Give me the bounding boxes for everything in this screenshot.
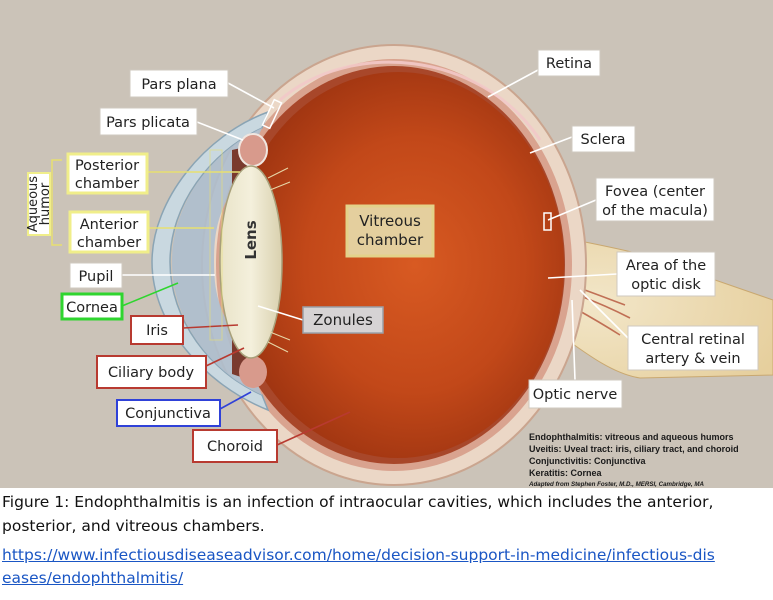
label-optic-nerve: Optic nerve: [529, 380, 622, 408]
svg-text:chamber: chamber: [77, 235, 141, 251]
svg-text:Adapted from Stephen Foster, M: Adapted from Stephen Foster, M.D., MERSI…: [528, 481, 705, 488]
svg-text:Posterior: Posterior: [75, 158, 139, 174]
ciliary-body-upper: [239, 134, 267, 166]
svg-text:Retina: Retina: [546, 56, 592, 72]
label-optic-disk: Area of the optic disk: [617, 252, 715, 296]
eye-anatomy-diagram: Pars plana Pars plicata Posterior chambe…: [0, 0, 773, 488]
svg-text:Vitreous: Vitreous: [359, 212, 421, 230]
figure-caption: Figure 1: Endophthalmitis is an infectio…: [2, 491, 770, 538]
svg-text:Cornea: Cornea: [66, 300, 118, 316]
svg-text:chamber: chamber: [75, 176, 139, 192]
label-iris: Iris: [131, 316, 183, 344]
svg-text:Zonules: Zonules: [313, 311, 373, 329]
source-link-line-2[interactable]: eases/endophthalmitis/: [2, 567, 770, 591]
label-cornea: Cornea: [62, 294, 122, 319]
svg-text:Conjunctivitis: Conjunctiva: Conjunctivitis: Conjunctiva: [529, 456, 646, 466]
svg-text:Choroid: Choroid: [207, 439, 263, 455]
svg-text:Uveitis: Uveal tract: iris, ci: Uveitis: Uveal tract: iris, ciliary trac…: [529, 444, 739, 454]
source-link[interactable]: https://www.infectiousdiseaseadvisor.com…: [2, 546, 715, 564]
ciliary-body-lower: [239, 356, 267, 388]
svg-text:artery & vein: artery & vein: [645, 351, 740, 367]
label-retina: Retina: [538, 50, 600, 76]
svg-text:Pupil: Pupil: [79, 269, 114, 285]
label-anterior-chamber: Anterior chamber: [70, 212, 148, 252]
svg-text:Lens: Lens: [242, 220, 260, 259]
label-pars-plicata: Pars plicata: [100, 108, 197, 135]
label-vitreous-chamber: Vitreous chamber: [347, 206, 433, 256]
svg-text:optic disk: optic disk: [631, 277, 701, 293]
label-sclera: Sclera: [572, 126, 635, 152]
svg-text:of the macula): of the macula): [602, 203, 708, 219]
label-pupil: Pupil: [70, 263, 122, 288]
label-pars-plana: Pars plana: [130, 70, 228, 97]
label-posterior-chamber: Posterior chamber: [68, 154, 147, 193]
svg-text:Optic nerve: Optic nerve: [533, 387, 618, 403]
svg-text:Anterior: Anterior: [80, 217, 139, 233]
label-conjunctiva: Conjunctiva: [117, 400, 220, 426]
label-fovea: Fovea (center of the macula): [596, 178, 714, 221]
svg-text:Ciliary body: Ciliary body: [108, 365, 195, 381]
label-ciliary-body: Ciliary body: [97, 356, 206, 388]
svg-text:Central retinal: Central retinal: [641, 332, 745, 348]
label-central-retinal: Central retinal artery & vein: [628, 326, 758, 370]
label-zonules: Zonules: [303, 307, 383, 333]
label-choroid: Choroid: [193, 430, 277, 462]
svg-text:Area of the: Area of the: [626, 258, 706, 274]
lens-shape: [220, 166, 282, 358]
svg-text:Iris: Iris: [146, 323, 168, 339]
svg-text:Endophthalmitis: vitreous and: Endophthalmitis: vitreous and aqueous hu…: [529, 432, 734, 442]
svg-text:Sclera: Sclera: [581, 132, 626, 148]
svg-text:Fovea (center: Fovea (center: [605, 184, 705, 200]
svg-text:humor: humor: [38, 182, 53, 225]
svg-text:Pars plicata: Pars plicata: [106, 115, 190, 131]
svg-text:Keratitis: Cornea: Keratitis: Cornea: [529, 468, 603, 478]
label-lens: Lens: [242, 220, 260, 259]
source-link-line-1[interactable]: https://www.infectiousdiseaseadvisor.com…: [2, 544, 770, 568]
svg-text:Conjunctiva: Conjunctiva: [125, 406, 211, 422]
svg-text:chamber: chamber: [357, 231, 424, 249]
source-link-continued[interactable]: eases/endophthalmitis/: [2, 569, 183, 587]
label-aqueous-humor: Aqueous humor: [26, 173, 53, 235]
svg-text:Pars plana: Pars plana: [141, 77, 216, 93]
